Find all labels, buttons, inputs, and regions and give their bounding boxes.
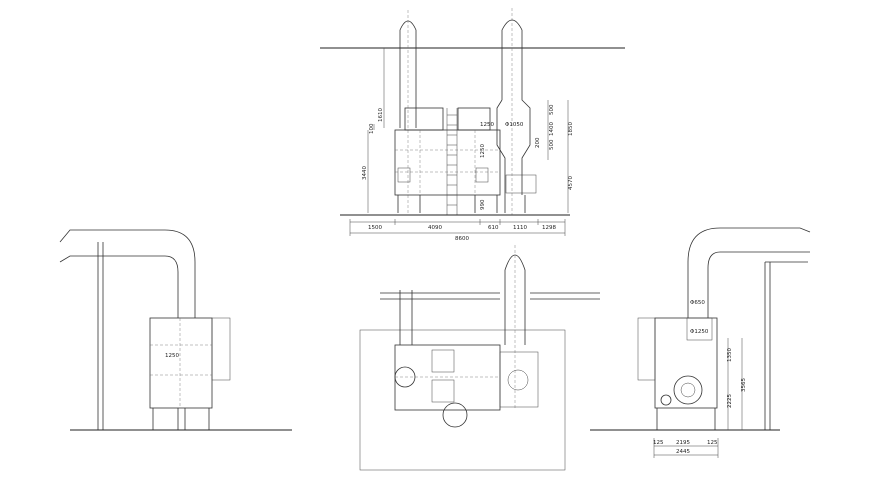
dim-125-left: 125 — [653, 440, 664, 446]
dim-1110: 1110 — [513, 225, 527, 231]
dim-1850: 1850 — [568, 122, 574, 136]
dim-phi650: Φ650 — [690, 300, 705, 306]
front-elevation-view: 1500 4090 610 1110 1298 8600 3440 1610 1… — [320, 8, 625, 242]
dim-1610: 1610 — [378, 108, 384, 122]
dim-990: 990 — [480, 199, 486, 210]
dim-phi1250: Φ1250 — [690, 329, 709, 335]
dim-1250-horizontal: 1250 — [480, 122, 494, 128]
dim-1500: 1500 — [368, 225, 382, 231]
dim-2445: 2445 — [676, 449, 690, 455]
dim-500-top: 500 — [549, 104, 555, 115]
dim-125-right: 125 — [707, 440, 718, 446]
dim-3565: 3565 — [741, 378, 747, 392]
dim-4090: 4090 — [428, 225, 442, 231]
dim-1400: 1400 — [549, 122, 555, 136]
dim-200: 200 — [535, 137, 541, 148]
dim-8600: 8600 — [455, 236, 469, 242]
dim-4570: 4570 — [568, 176, 574, 190]
dim-100: 100 — [369, 123, 375, 134]
dim-1250: 1250 — [165, 353, 179, 359]
left-side-view: 1250 — [59, 229, 292, 431]
dim-610: 610 — [488, 225, 499, 231]
dim-1250-vertical: 1250 — [480, 144, 486, 158]
dim-1350: 1350 — [727, 348, 733, 362]
plan-view — [359, 245, 600, 471]
dim-1298: 1298 — [542, 225, 556, 231]
dim-500-bottom: 500 — [549, 139, 555, 150]
dim-2225: 2225 — [727, 394, 733, 408]
dim-phi1050: Φ1050 — [505, 122, 524, 128]
dim-2195: 2195 — [676, 440, 690, 446]
right-side-view: Φ650 Φ1250 1350 3565 2225 125 2195 125 2… — [590, 227, 811, 458]
dim-3440: 3440 — [362, 166, 368, 180]
